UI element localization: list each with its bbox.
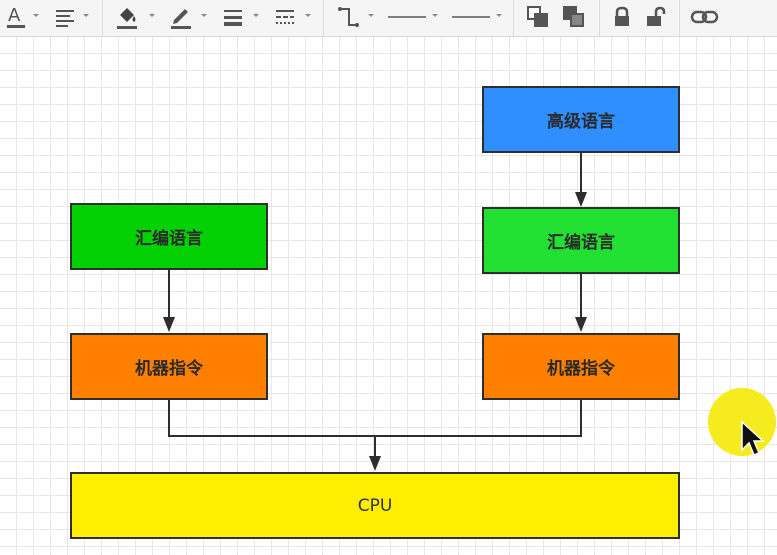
bring-to-front-icon bbox=[527, 6, 548, 27]
waypoints-button[interactable] bbox=[333, 2, 363, 32]
node-cpu[interactable]: CPU bbox=[70, 472, 680, 539]
connector-machines-cpu[interactable] bbox=[168, 400, 582, 458]
font-color-icon: A bbox=[7, 5, 25, 28]
chevron-down-icon[interactable] bbox=[367, 11, 375, 19]
unlock-icon bbox=[647, 6, 666, 26]
paint-bucket-icon bbox=[117, 8, 137, 29]
chevron-down-icon[interactable] bbox=[200, 11, 208, 19]
node-assembly-left[interactable]: 汇编语言 bbox=[70, 203, 268, 270]
to-back-button[interactable] bbox=[559, 2, 589, 32]
node-high-level-language[interactable]: 高级语言 bbox=[482, 86, 680, 153]
to-front-button[interactable] bbox=[523, 2, 553, 32]
mouse-pointer-icon bbox=[741, 420, 765, 456]
arrowhead bbox=[575, 192, 587, 207]
align-left-icon bbox=[56, 10, 74, 27]
line-start-button[interactable] bbox=[385, 2, 429, 32]
link-icon bbox=[690, 10, 719, 24]
arrowhead bbox=[575, 317, 587, 332]
toolbar-divider bbox=[513, 0, 514, 36]
line-end-icon bbox=[452, 16, 490, 18]
arrowhead bbox=[163, 317, 175, 332]
node-machine-code-left[interactable]: 机器指令 bbox=[70, 333, 268, 400]
toolbar-divider bbox=[599, 0, 600, 36]
line-width-button[interactable] bbox=[218, 2, 248, 32]
link-button[interactable] bbox=[689, 2, 721, 32]
connector-elbow-icon bbox=[338, 7, 359, 27]
line-start-icon bbox=[388, 16, 426, 18]
node-machine-code-right[interactable]: 机器指令 bbox=[482, 333, 680, 400]
toolbar-divider bbox=[102, 0, 103, 36]
line-style-button[interactable] bbox=[270, 2, 300, 32]
send-to-back-icon bbox=[563, 6, 584, 27]
align-button[interactable] bbox=[50, 2, 80, 32]
chevron-down-icon[interactable] bbox=[82, 11, 90, 19]
line-width-icon bbox=[224, 10, 242, 26]
font-color-button[interactable]: A bbox=[2, 2, 32, 32]
lock-button[interactable] bbox=[608, 2, 636, 32]
chevron-down-icon[interactable] bbox=[32, 11, 40, 19]
chevron-down-icon[interactable] bbox=[431, 11, 439, 19]
node-assembly-right[interactable]: 汇编语言 bbox=[482, 207, 680, 274]
toolbar: A bbox=[0, 0, 777, 37]
pencil-icon bbox=[171, 9, 191, 29]
unlock-button[interactable] bbox=[642, 2, 670, 32]
toolbar-divider bbox=[323, 0, 324, 36]
chevron-down-icon[interactable] bbox=[495, 11, 503, 19]
lock-icon bbox=[615, 6, 629, 26]
line-end-button[interactable] bbox=[449, 2, 493, 32]
toolbar-divider bbox=[679, 0, 680, 36]
dashed-line-icon bbox=[276, 10, 294, 24]
chevron-down-icon[interactable] bbox=[252, 11, 260, 19]
svg-text:A: A bbox=[8, 5, 21, 26]
fill-color-button[interactable] bbox=[112, 2, 142, 32]
arrowhead bbox=[369, 456, 381, 471]
chevron-down-icon[interactable] bbox=[148, 11, 156, 19]
line-color-button[interactable] bbox=[166, 2, 196, 32]
chevron-down-icon[interactable] bbox=[304, 11, 312, 19]
